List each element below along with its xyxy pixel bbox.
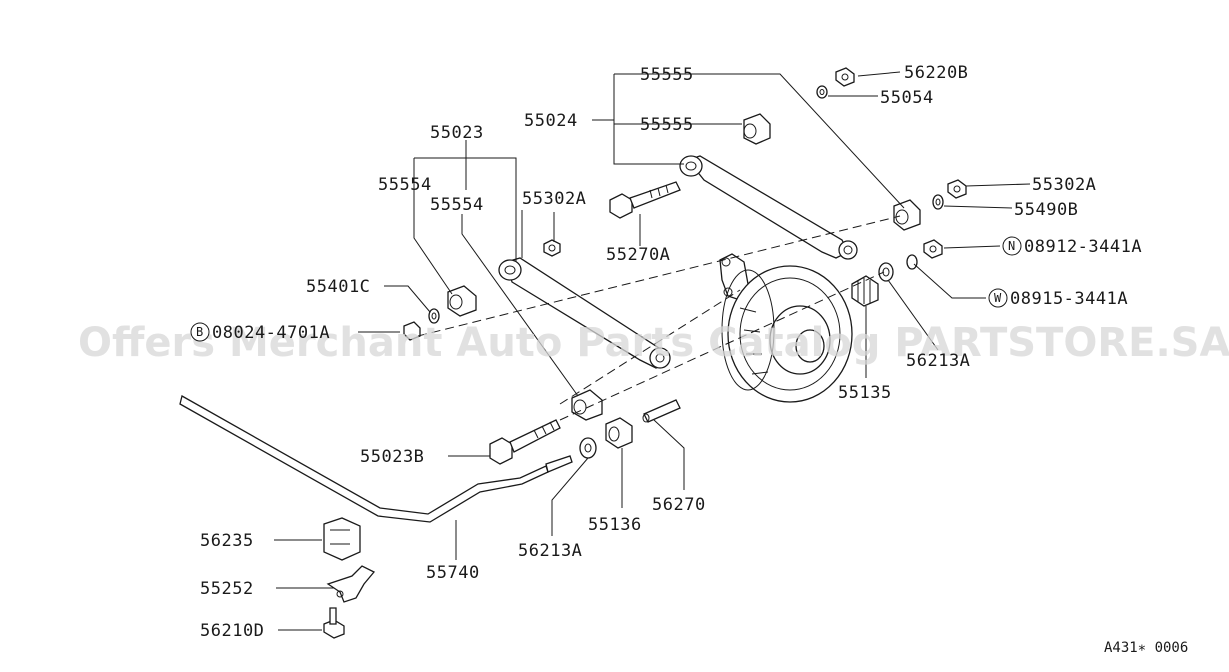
bushing-56235[interactable]: [323, 517, 361, 561]
bushing-55555-top[interactable]: [893, 199, 921, 231]
label-55555-mid[interactable]: 55555: [640, 115, 694, 135]
leader-lines: [274, 71, 1031, 631]
label-55302A-left[interactable]: 55302A: [522, 189, 586, 209]
nut-marker-letter: N: [1008, 239, 1015, 253]
bolt-56210D[interactable]: [323, 607, 345, 639]
label-56213A-right[interactable]: 56213A: [906, 351, 970, 371]
bushing-55555-mid[interactable]: [743, 113, 771, 145]
nut-08912[interactable]: [923, 239, 943, 259]
bolt-55023B[interactable]: [489, 419, 561, 465]
bolt-marker-letter: B: [196, 325, 203, 339]
axle-hub-knuckle[interactable]: [719, 253, 853, 403]
nut-56220B[interactable]: [835, 67, 855, 87]
label-55135[interactable]: 55135: [838, 383, 892, 403]
label-56220B[interactable]: 56220B: [904, 63, 968, 83]
label-08912[interactable]: 08912-3441A: [1024, 237, 1142, 257]
lower-link-arm[interactable]: [498, 257, 671, 369]
stabilizer-bar-55740[interactable]: [179, 395, 573, 523]
washer-08915[interactable]: [906, 254, 918, 270]
washer-56213A-right[interactable]: [878, 262, 894, 282]
washer-marker-letter: W: [994, 291, 1002, 305]
bolt-56270[interactable]: [642, 399, 681, 423]
label-55555-top[interactable]: 55555: [640, 65, 694, 85]
diagram-code: A431∗ 0006: [1104, 640, 1188, 656]
label-55302A-right[interactable]: 55302A: [1032, 175, 1096, 195]
label-56210D[interactable]: 56210D: [200, 621, 264, 641]
label-55054[interactable]: 55054: [880, 88, 934, 108]
axis-lower: [559, 271, 885, 421]
label-55136[interactable]: 55136: [588, 515, 642, 535]
label-56213A-left[interactable]: 56213A: [518, 541, 582, 561]
label-56270[interactable]: 56270: [652, 495, 706, 515]
label-55740[interactable]: 55740: [426, 563, 480, 583]
label-55270A[interactable]: 55270A: [606, 245, 670, 265]
nut-55302A-left[interactable]: [543, 239, 561, 257]
label-55023[interactable]: 55023: [430, 123, 484, 143]
bolt-55270A[interactable]: [609, 181, 681, 219]
label-55490B[interactable]: 55490B: [1014, 200, 1078, 220]
label-55024[interactable]: 55024: [524, 111, 578, 131]
axis-mid: [559, 289, 741, 405]
bushing-55554-upper[interactable]: [447, 285, 477, 317]
label-55252[interactable]: 55252: [200, 579, 254, 599]
label-56235[interactable]: 56235: [200, 531, 254, 551]
label-08915[interactable]: 08915-3441A: [1010, 289, 1128, 309]
bracket-55252[interactable]: [326, 565, 376, 603]
label-55023B[interactable]: 55023B: [360, 447, 424, 467]
bushing-55135[interactable]: [851, 275, 879, 307]
bushing-55554-lower[interactable]: [571, 389, 603, 421]
upper-link-arm[interactable]: [679, 155, 858, 260]
nut-55302A-right[interactable]: [947, 179, 967, 199]
label-55554-b[interactable]: 55554: [430, 195, 484, 215]
bushing-55136[interactable]: [605, 417, 633, 449]
label-08024[interactable]: 08024-4701A: [212, 323, 330, 343]
label-55401C[interactable]: 55401C: [306, 277, 370, 297]
label-55554-a[interactable]: 55554: [378, 175, 432, 195]
washer-56213A-left[interactable]: [579, 437, 597, 459]
washer-55401C[interactable]: [428, 308, 440, 324]
washer-55054[interactable]: [816, 85, 828, 99]
bolt-marker: B: [190, 322, 210, 342]
nut-marker: N: [1002, 236, 1022, 256]
washer-55490B[interactable]: [932, 194, 944, 210]
washer-marker: W: [988, 288, 1008, 308]
watermark: Offers Merchant Auto Parts Catalog PARTS…: [78, 320, 1229, 366]
axis-upper: [417, 215, 901, 337]
